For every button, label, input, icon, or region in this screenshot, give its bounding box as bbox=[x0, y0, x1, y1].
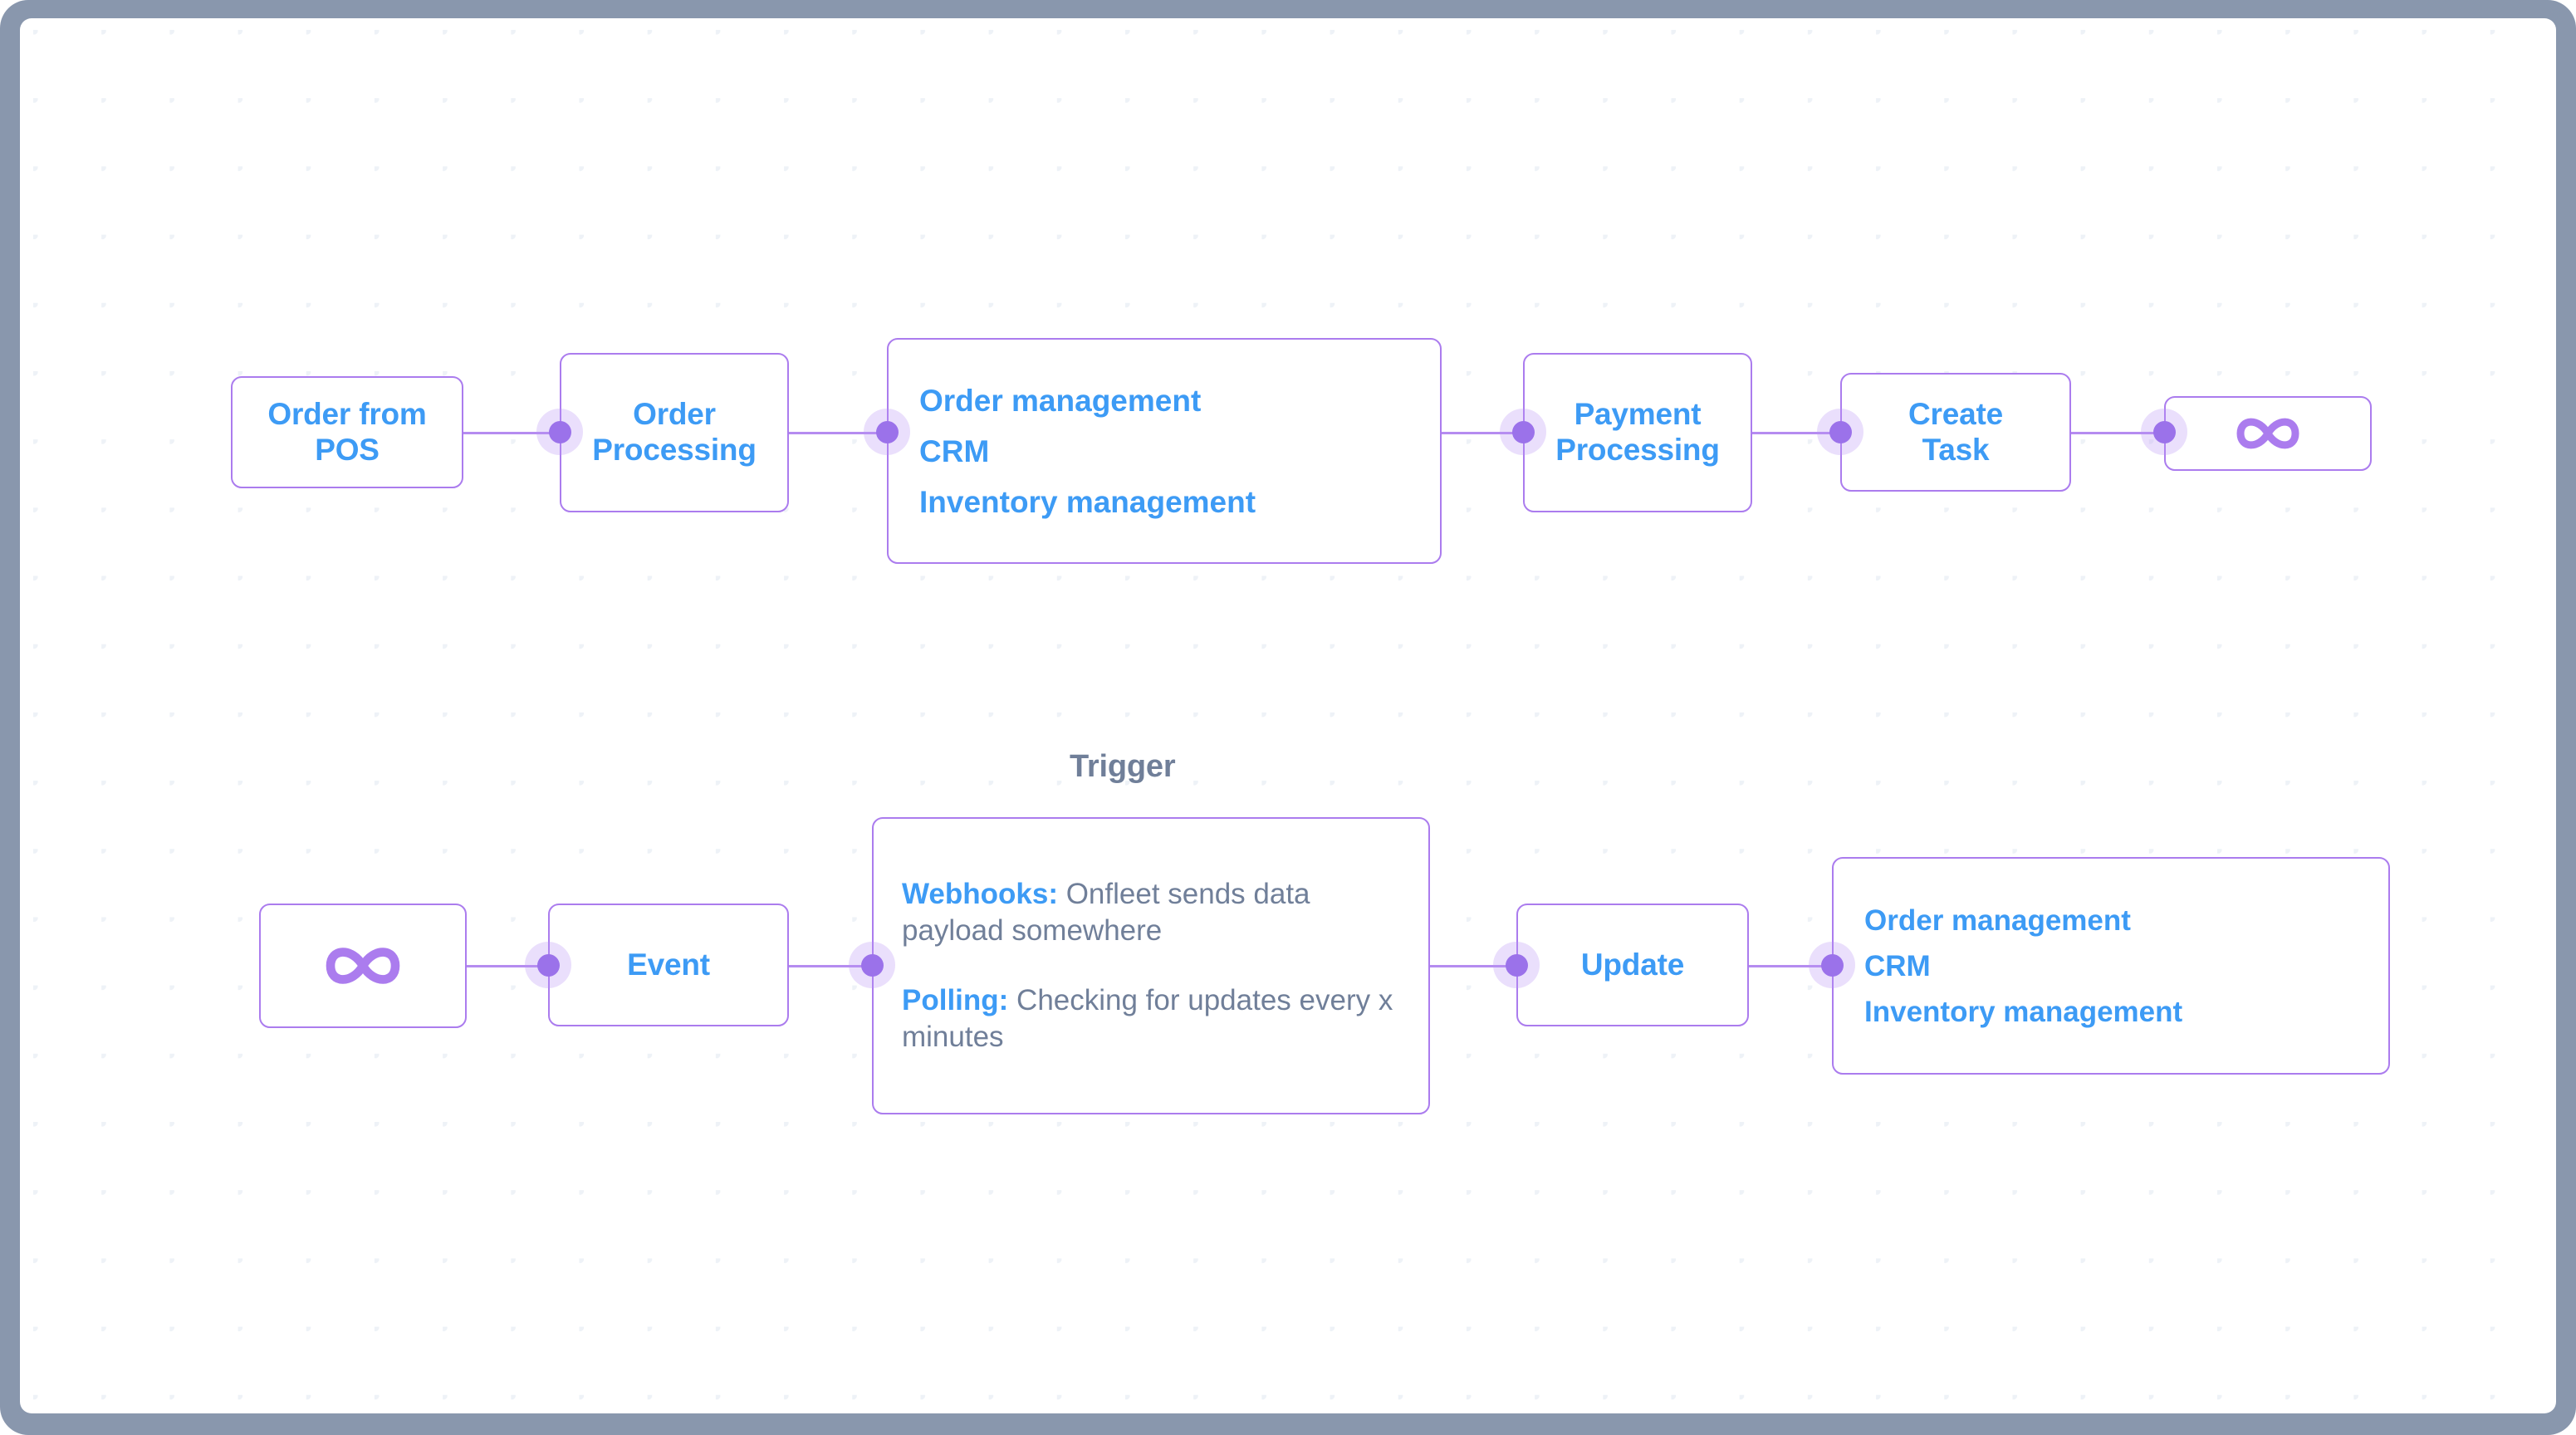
connector-line-trigger-to-update bbox=[1415, 965, 1516, 968]
node-create-task[interactable]: Create Task bbox=[1840, 373, 2071, 492]
connector-dot-payment-processing[interactable] bbox=[1500, 409, 1546, 455]
node-label: Create Task bbox=[1908, 396, 2003, 467]
diagram-canvas: Order from POS Order Processing Order ma… bbox=[20, 18, 2556, 1413]
connector-line-systems-to-payment bbox=[1423, 432, 1523, 435]
connector-dot-systems-top[interactable] bbox=[864, 409, 910, 455]
node-onfleet-logo-top[interactable] bbox=[2164, 396, 2372, 471]
connector-dot-systems-bottom[interactable] bbox=[1809, 942, 1855, 988]
connector-line-processing-to-systems bbox=[788, 432, 889, 435]
node-systems-top[interactable]: Order management CRM Inventory managemen… bbox=[887, 338, 1442, 564]
connector-dot-create-task[interactable] bbox=[1817, 409, 1863, 455]
connector-dot-trigger-methods[interactable] bbox=[849, 942, 895, 988]
node-event[interactable]: Event bbox=[548, 904, 789, 1026]
webhooks-text: Onfleet sends data payload somewhere bbox=[902, 877, 1310, 947]
node-label: Order from POS bbox=[267, 396, 427, 467]
connector-line-payment-to-task bbox=[1731, 432, 1832, 435]
trigger-webhooks-description: Webhooks: Onfleet sends data payload som… bbox=[902, 876, 1400, 949]
connector-line-update-to-systems bbox=[1732, 965, 1832, 968]
node-order-processing[interactable]: Order Processing bbox=[560, 353, 789, 512]
trigger-caption: Trigger bbox=[1070, 749, 1176, 784]
keyword-webhooks: Webhooks: bbox=[902, 877, 1058, 910]
connector-dot-update[interactable] bbox=[1493, 942, 1540, 988]
connector-dot-event[interactable] bbox=[525, 942, 571, 988]
list-item: Order management bbox=[1864, 904, 2131, 937]
node-label: Order Processing bbox=[592, 397, 757, 467]
list-item: CRM bbox=[919, 433, 990, 468]
node-trigger-methods[interactable]: Webhooks: Onfleet sends data payload som… bbox=[872, 817, 1430, 1114]
node-order-from-pos[interactable]: Order from POS bbox=[231, 376, 463, 488]
connector-line-pos-to-processing bbox=[462, 432, 561, 435]
connector-dot-onfleet-logo-top[interactable] bbox=[2141, 409, 2187, 455]
node-label: Payment Processing bbox=[1555, 397, 1720, 467]
node-payment-processing[interactable]: Payment Processing bbox=[1523, 353, 1752, 512]
connector-dot-order-processing[interactable] bbox=[536, 409, 583, 455]
node-label: Update bbox=[1580, 947, 1685, 982]
connector-line-task-to-logo bbox=[2063, 432, 2165, 435]
node-systems-bottom[interactable]: Order management CRM Inventory managemen… bbox=[1832, 857, 2390, 1075]
list-item: Order management bbox=[919, 383, 1202, 418]
connector-line-logo-to-event bbox=[450, 965, 551, 968]
infinity-icon bbox=[2166, 398, 2370, 469]
trigger-polling-description: Polling: Checking for updates every x mi… bbox=[902, 982, 1400, 1055]
infinity-icon bbox=[261, 905, 465, 1026]
connector-line-event-to-trigger bbox=[776, 965, 877, 968]
polling-text: Checking for updates every x minutes bbox=[902, 984, 1393, 1054]
list-item: Inventory management bbox=[919, 484, 1256, 519]
node-onfleet-logo-bottom[interactable] bbox=[259, 904, 467, 1028]
list-item: CRM bbox=[1864, 949, 1931, 982]
keyword-polling: Polling: bbox=[902, 984, 1009, 1016]
node-update[interactable]: Update bbox=[1516, 904, 1749, 1026]
node-label: Event bbox=[627, 947, 710, 982]
list-item: Inventory management bbox=[1864, 995, 2183, 1028]
